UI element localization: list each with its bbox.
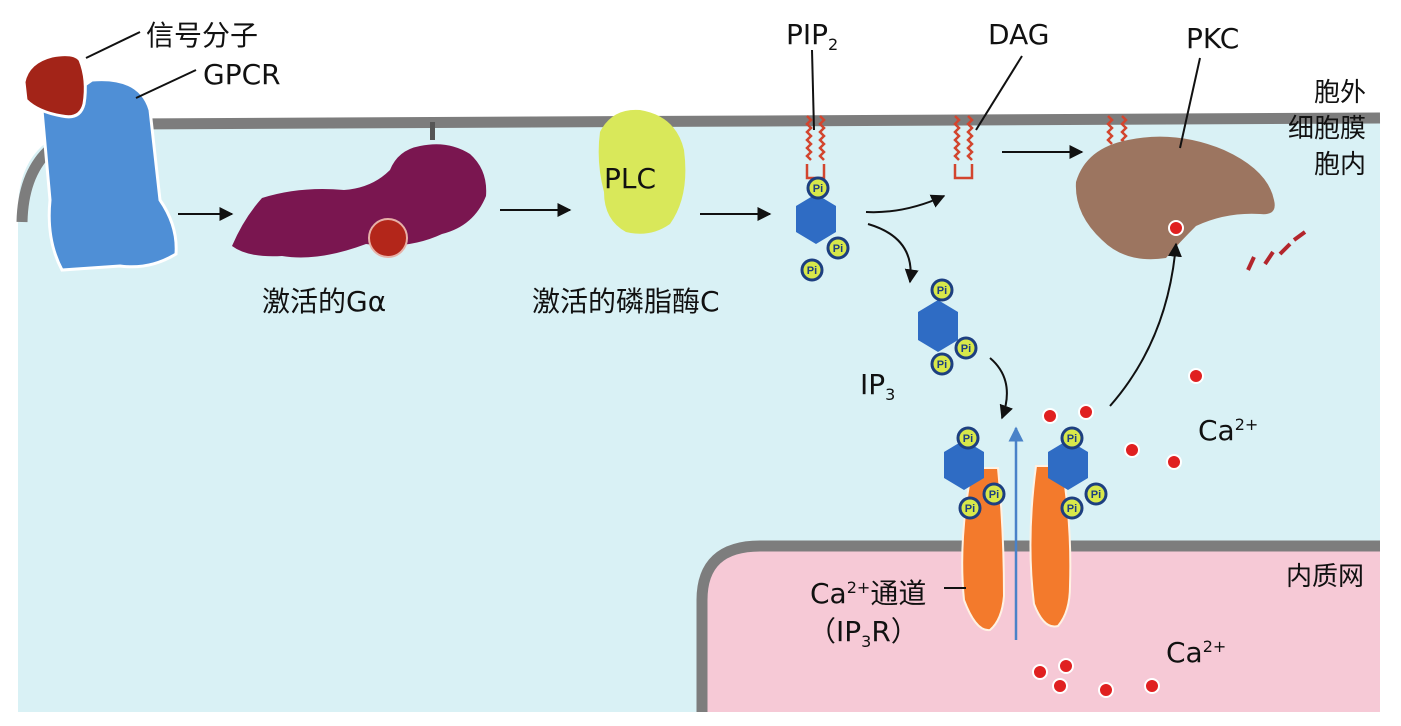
pkc-shape <box>1075 136 1275 260</box>
ca-er-base: Ca <box>1166 636 1203 669</box>
signal-molecule-label: 信号分子 <box>146 19 259 52</box>
phosphate-label-6: Pi <box>963 433 973 445</box>
phosphate-label-3: Pi <box>937 285 947 297</box>
ca-channel-base: Ca <box>810 577 847 610</box>
er-label: 内质网 <box>1286 562 1365 592</box>
ca-cytosol-charge: 2+ <box>1234 415 1259 434</box>
ca-channel-charge: 2+ <box>846 578 871 597</box>
ca-channel-rest: 通道 <box>870 577 927 610</box>
ip3r-open: （IP <box>808 615 862 648</box>
pathway-arrows <box>178 49 1201 420</box>
signal-molecule-shape <box>22 53 87 119</box>
er-membrane <box>696 540 1380 712</box>
extracellular-label: 胞外 <box>1314 78 1367 108</box>
ca-channel-label: Ca2+通道 <box>810 572 926 612</box>
phosphate-label-0: Pi <box>813 183 823 195</box>
plc-label: PLC <box>604 162 657 195</box>
ip3r-label: （IP3R） <box>808 610 919 651</box>
phosphate-label-1: Pi <box>833 243 843 255</box>
ip3r-subscript: 3 <box>861 632 872 651</box>
activated-galpha-label: 激活的Gα <box>262 285 387 318</box>
phosphate-label-8: Pi <box>965 503 975 515</box>
ip3-base: IP <box>860 368 886 401</box>
activated-plc-label: 激活的磷脂酶C <box>532 285 720 318</box>
phosphate-label-2: Pi <box>807 265 817 277</box>
phosphate-label-10: Pi <box>1091 489 1101 501</box>
pkc-activity-marks <box>1246 230 1307 271</box>
ip3-label: IP3 <box>860 368 895 404</box>
phosphate-label-5: Pi <box>937 359 947 371</box>
plc-shape <box>598 109 686 234</box>
gpcr-receptor-shape <box>40 78 178 272</box>
ip3r-close: R） <box>871 615 919 648</box>
phosphate-label-7: Pi <box>989 489 999 501</box>
pkc-label: PKC <box>1186 22 1240 55</box>
dag-label: DAG <box>988 18 1050 51</box>
ca-cytosol-base: Ca <box>1198 414 1235 447</box>
ca-er-label: Ca2+ <box>1166 636 1226 669</box>
gpcr-leader-line <box>135 69 197 99</box>
pip2-base: PIP <box>786 18 829 51</box>
phosphate-label-9: Pi <box>1067 433 1077 445</box>
signal-leader-line <box>85 31 141 59</box>
cell-membrane-label: 细胞膜 <box>1288 114 1367 144</box>
ca-cytosol-label: Ca2+ <box>1198 414 1258 447</box>
galpha-shape <box>232 144 487 258</box>
lipid-anchors <box>805 115 1128 180</box>
ip3-subscript: 3 <box>885 385 896 404</box>
phosphate-label-11: Pi <box>1067 503 1077 515</box>
ip3r-channel-right <box>1029 465 1072 628</box>
intracellular-label: 胞内 <box>1314 150 1367 180</box>
pip2-label: PIP2 <box>786 18 838 54</box>
er-lumen <box>702 546 1380 712</box>
gpcr-label: GPCR <box>203 58 281 91</box>
calcium-ions <box>1032 220 1204 698</box>
galpha-anchor <box>430 122 435 140</box>
pip2-subscript: 2 <box>828 35 839 54</box>
ca-er-charge: 2+ <box>1202 637 1227 656</box>
gdp-ball <box>368 218 408 258</box>
phosphate-label-4: Pi <box>961 343 971 355</box>
